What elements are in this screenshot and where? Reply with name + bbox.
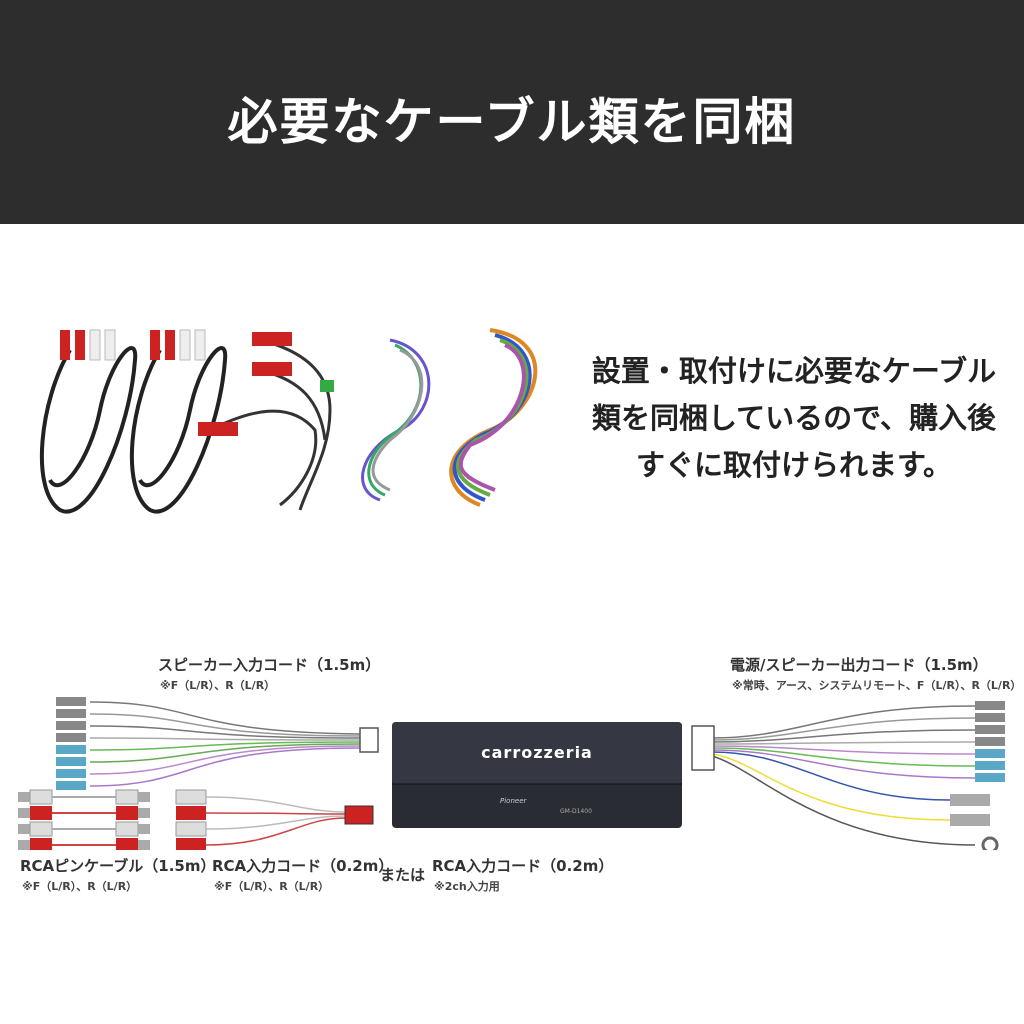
rca-input-cord-2ch-note: ※2ch入力用 xyxy=(434,880,500,893)
speaker-harness xyxy=(361,338,431,502)
speaker-input-cord-label: スピーカー入力コード（1.5m） xyxy=(158,656,381,674)
power-output-terminals xyxy=(950,701,1005,850)
speaker-input-wires xyxy=(89,701,361,787)
rca-plugs-2 xyxy=(150,329,206,361)
power-harness xyxy=(449,328,538,507)
page-title: 必要なケーブル類を同梱 xyxy=(227,93,797,151)
rca-input-cord-2ch-label: RCA入力コード（0.2m） xyxy=(432,857,614,875)
power-output-cord-label: 電源/スピーカー出力コード（1.5m） xyxy=(730,656,988,674)
rca-pin-cables xyxy=(18,789,150,850)
speaker-input-connector xyxy=(359,727,379,753)
power-output-wires xyxy=(711,705,976,846)
rca-input-cord-4ch-note: ※F（L/R）、R（L/R） xyxy=(214,880,330,893)
rca-pin-cable-note: ※F（L/R）、R（L/R） xyxy=(22,880,138,893)
power-output-cord-note: ※常時、アース、システムリモート、F（L/R）、R（L/R） xyxy=(732,679,1022,692)
rca-input-cord-diagram xyxy=(175,789,374,850)
amp-model: GM-D1400 xyxy=(560,808,592,815)
description-line: すぐに取付けられます。 xyxy=(635,448,953,482)
rca-plugs-1 xyxy=(60,329,116,361)
description-text: 設置・取付けに必要なケーブル 類を同梱しているので、購入後 すぐに取付けられます… xyxy=(566,348,1022,489)
speaker-input-terminals xyxy=(56,697,86,790)
rca-pin-cable-label: RCAピンケーブル（1.5m） xyxy=(20,857,216,875)
or-text: または xyxy=(380,866,426,884)
rca-cable-coil-2 xyxy=(129,346,228,514)
description-line: 類を同梱しているので、購入後 xyxy=(592,401,996,435)
amp-maker-logo: Pioneer xyxy=(500,797,527,805)
power-output-connector xyxy=(691,725,715,771)
cable-photo xyxy=(39,328,538,514)
rca-input-cord-4ch-label: RCA入力コード（0.2m） xyxy=(212,857,394,875)
wiring-diagram xyxy=(18,697,1005,850)
amplifier xyxy=(392,722,682,828)
header-banner: 必要なケーブル類を同梱 xyxy=(0,0,1024,224)
rca-cable-coil-1 xyxy=(39,346,138,514)
speaker-input-cord-note: ※F（L/R）、R（L/R） xyxy=(160,679,276,692)
description-line: 設置・取付けに必要なケーブル xyxy=(591,354,997,388)
amp-brand-logo: carrozzeria xyxy=(481,743,593,762)
rca-input-cords xyxy=(198,332,334,511)
